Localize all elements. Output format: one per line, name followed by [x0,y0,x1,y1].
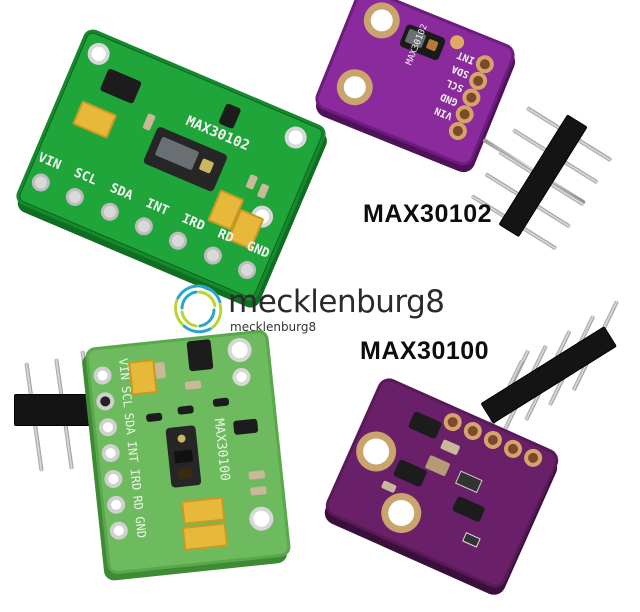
pin-pad [99,395,111,407]
regulator-chip [186,339,214,372]
watermark: mecklenburg8 mecklenburg8 [170,280,445,340]
pin-pad [113,525,125,537]
pin-label: SDA [121,412,138,436]
pin-label: IRD [127,467,144,491]
smd-resistor [212,397,230,408]
max30102-label: MAX30102 [363,200,493,228]
pin-label: INT [124,440,141,464]
tantalum-capacitor [181,522,229,551]
pin-label: RD [130,495,146,512]
pin-pad [102,421,114,433]
pin-label: GND [438,90,460,108]
pin-pad [107,473,119,485]
smd-capacitor [250,486,267,496]
pin-label: SDA [450,62,471,80]
smd-resistor [177,405,194,415]
max30100-label: MAX30100 [360,337,490,365]
pin-label: SCL [444,76,466,94]
swirl-logo-icon [174,284,223,334]
pin-label: GND [132,515,149,539]
smd-resistor [145,412,163,423]
transistor-chip [233,418,259,436]
pin-pad [110,499,122,511]
watermark-brand-large: mecklenburg8 [228,284,445,320]
pin-header-5pin-mid [462,299,632,459]
tantalum-capacitor [128,359,158,396]
smd-capacitor [154,361,167,379]
max30100-sensor-chip [165,425,202,488]
green-max30100-board: VIN SCL SDA INT IRD RD GND MAX30100 [84,329,292,575]
smd-capacitor [184,380,202,390]
smd-capacitor [248,470,266,480]
green-max30102-board: MAX30102 VIN SCL SDA INT IRD RD GND [13,26,329,304]
tantalum-capacitor [181,496,226,525]
pin-pad [97,370,109,382]
pin-pad [105,447,117,459]
